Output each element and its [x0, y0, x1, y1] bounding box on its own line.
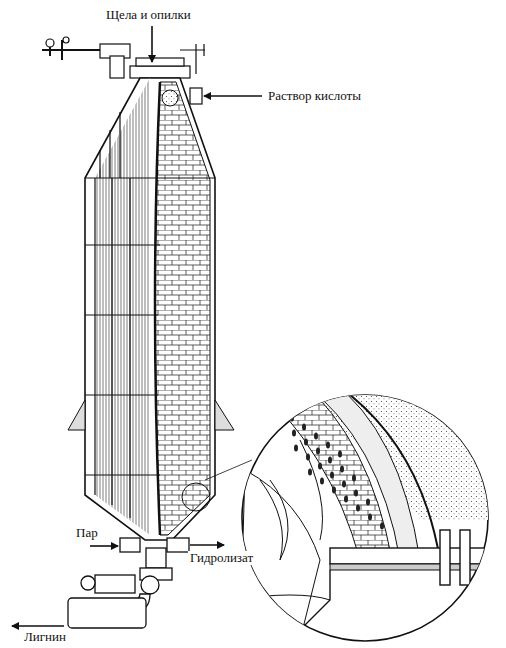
hydrolysate-label: Гидролизат: [188, 551, 255, 565]
feed-label: Щела и опилки: [104, 8, 193, 22]
acid-label: Раствор кислоты: [266, 89, 363, 103]
steam-label: Пар: [74, 526, 100, 540]
lignin-label: Лигнин: [22, 630, 68, 644]
